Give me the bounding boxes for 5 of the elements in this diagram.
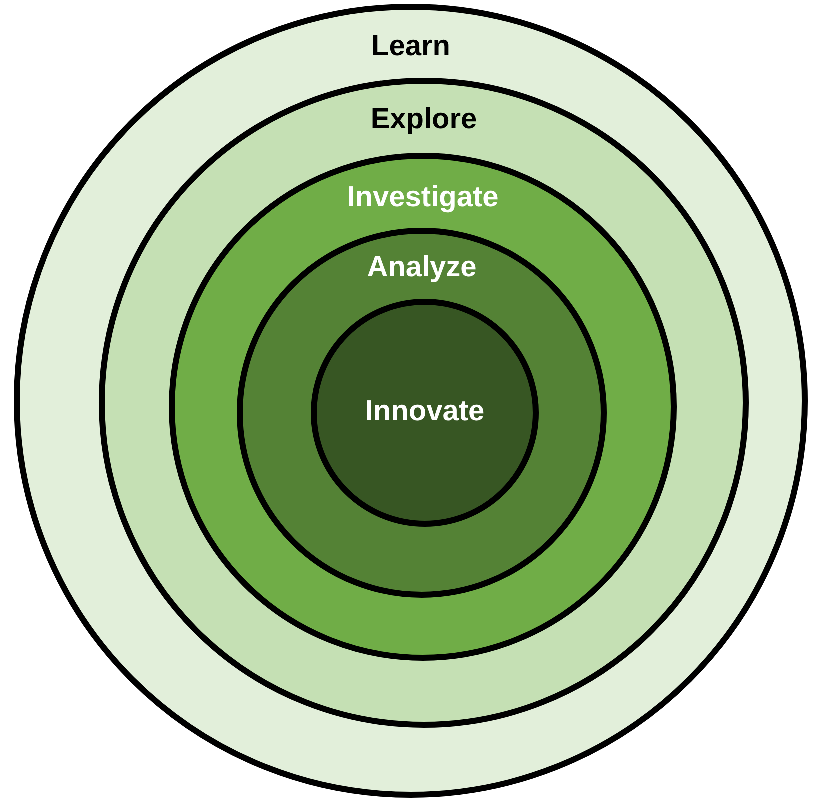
- ring-label: Innovate: [365, 396, 485, 428]
- ring-label: Explore: [370, 104, 478, 136]
- ring-label: Learn: [372, 30, 450, 64]
- ring-label: Investigate: [347, 182, 499, 214]
- ring-label: Analyze: [367, 252, 477, 284]
